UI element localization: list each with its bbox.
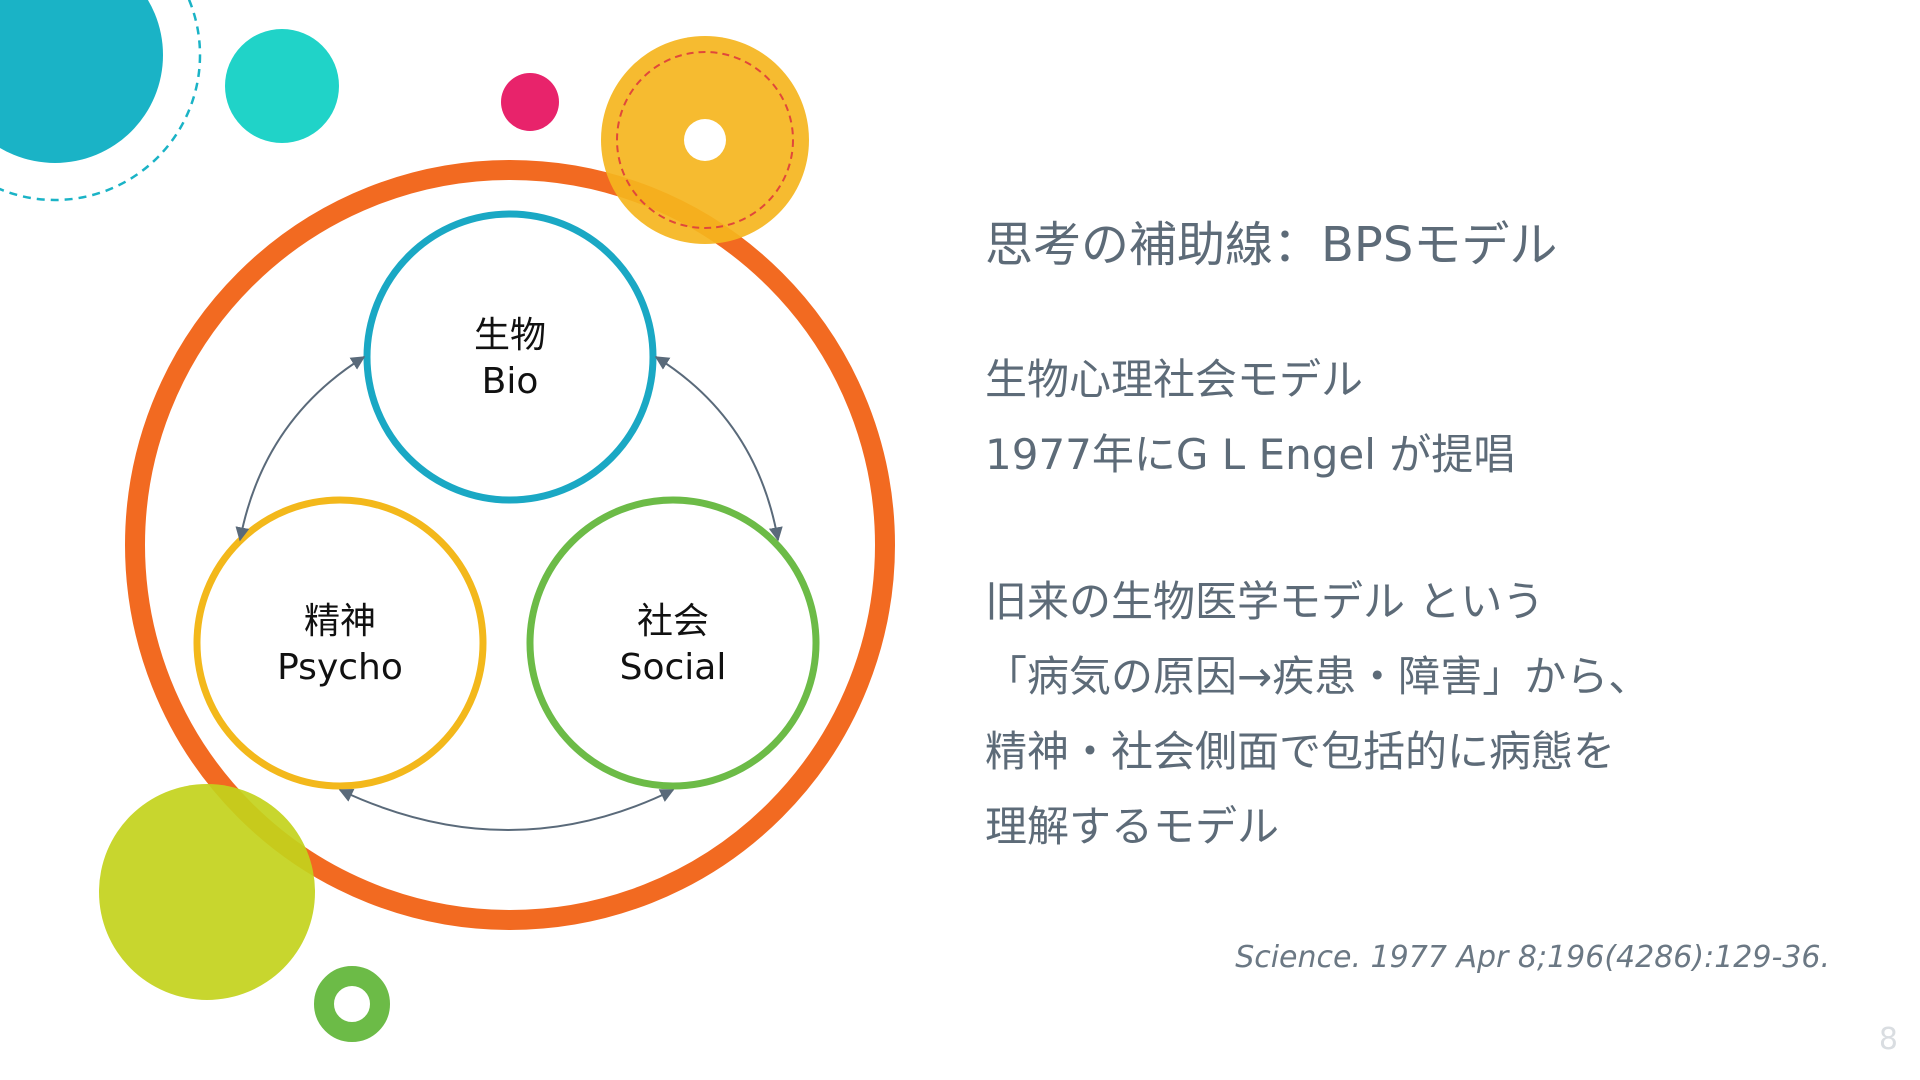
deco-lime-circle: [99, 784, 315, 1000]
deco-turquoise-circle: [225, 29, 339, 143]
paragraph2-line4: 理解するモデル: [985, 802, 1280, 851]
arrow-bio-psycho: [235, 356, 366, 542]
outer-ring: [125, 160, 895, 930]
paragraph2-line3: 精神・社会側面で包括的に病態を: [985, 727, 1616, 776]
slide-title: 思考の補助線：BPSモデル: [985, 217, 1558, 273]
deco-magenta-circle: [501, 73, 559, 131]
deco-yellow-dashed-ring: [616, 51, 794, 229]
deco-teal-circle: [0, 0, 163, 163]
psycho-label: 精神 Psycho: [220, 599, 460, 691]
paragraph2-line1: 旧来の生物医学モデル という: [985, 577, 1545, 626]
bio-label: 生物 Bio: [390, 313, 630, 405]
bio-label-en: Bio: [481, 361, 539, 402]
arrow-psycho-social: [338, 789, 675, 831]
paragraph2-line2: 「病気の原因→疾患・障害」から、: [985, 652, 1651, 701]
paragraph1-line2: 1977年にG L Engel が提唱: [985, 430, 1516, 479]
social-label-en: Social: [619, 647, 727, 688]
bio-circle: [363, 210, 657, 504]
psycho-label-en: Psycho: [277, 647, 403, 688]
paragraph1-line1: 生物心理社会モデル: [985, 355, 1364, 404]
deco-green-donut: [314, 966, 390, 1042]
bio-label-ja: 生物: [473, 315, 546, 356]
deco-dashed-ring: [0, 0, 202, 202]
social-label-ja: 社会: [636, 601, 709, 642]
deco-yellow-inner-dot: [684, 119, 726, 161]
citation: Science. 1977 Apr 8;196(4286):129-36.: [1235, 940, 1830, 975]
text-content: 思考の補助線：BPSモデル 生物心理社会モデル 1977年にG L Engel …: [985, 200, 1845, 864]
arrow-bio-social: [654, 356, 783, 542]
page-number: 8: [1878, 1022, 1898, 1057]
psycho-label-ja: 精神: [303, 601, 376, 642]
social-label: 社会 Social: [553, 599, 793, 691]
